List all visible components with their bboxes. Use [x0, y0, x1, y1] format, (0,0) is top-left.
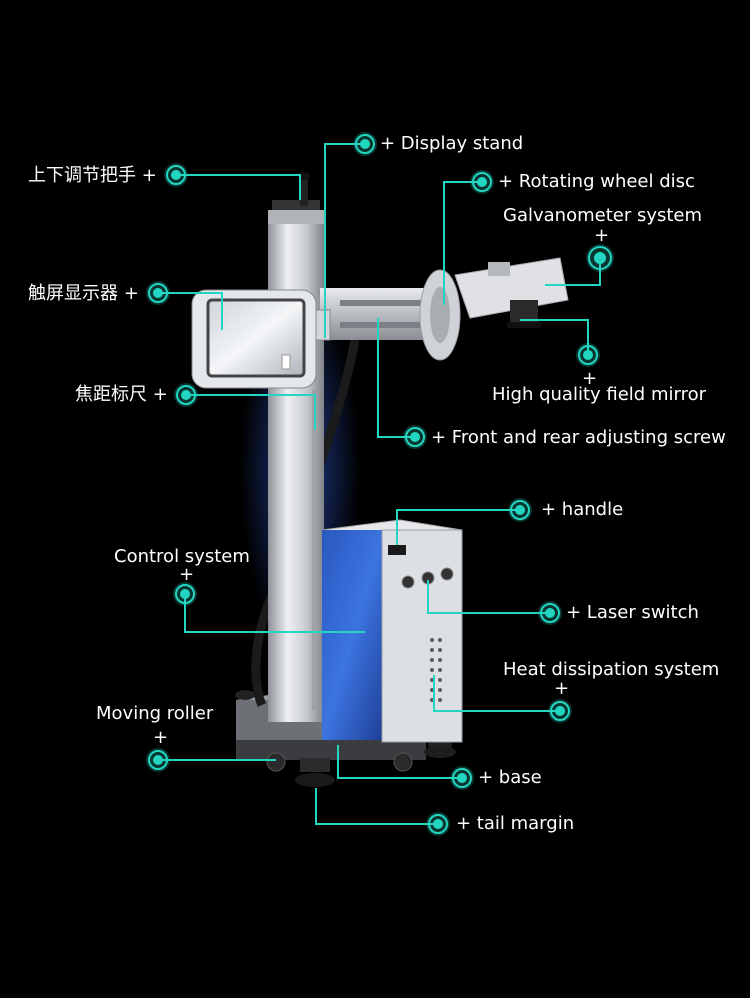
label-heat-dissipation: Heat dissipation system: [503, 659, 720, 680]
vertical-column: [268, 172, 324, 722]
label-handle-adjust: 上下调节把手 +: [28, 165, 157, 186]
control-cabinet: [321, 519, 463, 743]
label-tail-margin: + tail margin: [456, 813, 575, 834]
label-galvanometer-plus: +: [594, 225, 610, 246]
galvanometer-head: [454, 257, 569, 328]
dot-control-system: [173, 582, 197, 606]
dot-handle-adjust: [164, 163, 188, 187]
dot-heat-dissipation: [548, 699, 572, 723]
dot-moving-roller: [146, 748, 170, 772]
label-moving-roller: Moving roller: [96, 703, 214, 724]
label-display-stand: + Display stand: [380, 133, 524, 154]
label-control-plus: +: [179, 564, 195, 585]
label-rotating-disc: + Rotating wheel disc: [498, 171, 695, 192]
label-handle: + handle: [541, 499, 624, 520]
rollers: [266, 746, 456, 787]
dot-handle: [508, 498, 532, 522]
dot-laser-switch: [538, 601, 562, 625]
target-dots: [146, 132, 614, 836]
leader-lines: [158, 143, 601, 825]
label-focal-ruler: 焦距标尺 +: [75, 384, 168, 405]
label-field-mirror: High quality field mirror: [492, 384, 706, 405]
label-roller-plus: +: [153, 727, 169, 748]
dot-galvanometer: [586, 244, 614, 272]
label-laser-switch: + Laser switch: [566, 602, 699, 623]
label-touch-screen: 触屏显示器 +: [28, 283, 139, 304]
label-field-mirror-plus: +: [582, 368, 598, 389]
rotating-disc: [419, 269, 461, 361]
dot-tail-margin: [426, 812, 450, 836]
dot-rotating-disc: [470, 170, 494, 194]
label-galvanometer: Galvanometer system: [503, 205, 703, 226]
dot-display-stand: [353, 132, 377, 156]
touch-screen-device: [191, 289, 317, 389]
dot-focal-ruler: [174, 383, 198, 407]
dot-base: [450, 766, 474, 790]
label-control-system: Control system: [114, 546, 250, 567]
label-heat-plus: +: [554, 678, 570, 699]
dot-field-mirror: [576, 343, 600, 367]
label-base: + base: [478, 767, 542, 788]
dot-touch-screen: [146, 281, 170, 305]
dot-adjust-screw: [403, 425, 427, 449]
label-adjust-screw: + Front and rear adjusting screw: [431, 427, 726, 448]
